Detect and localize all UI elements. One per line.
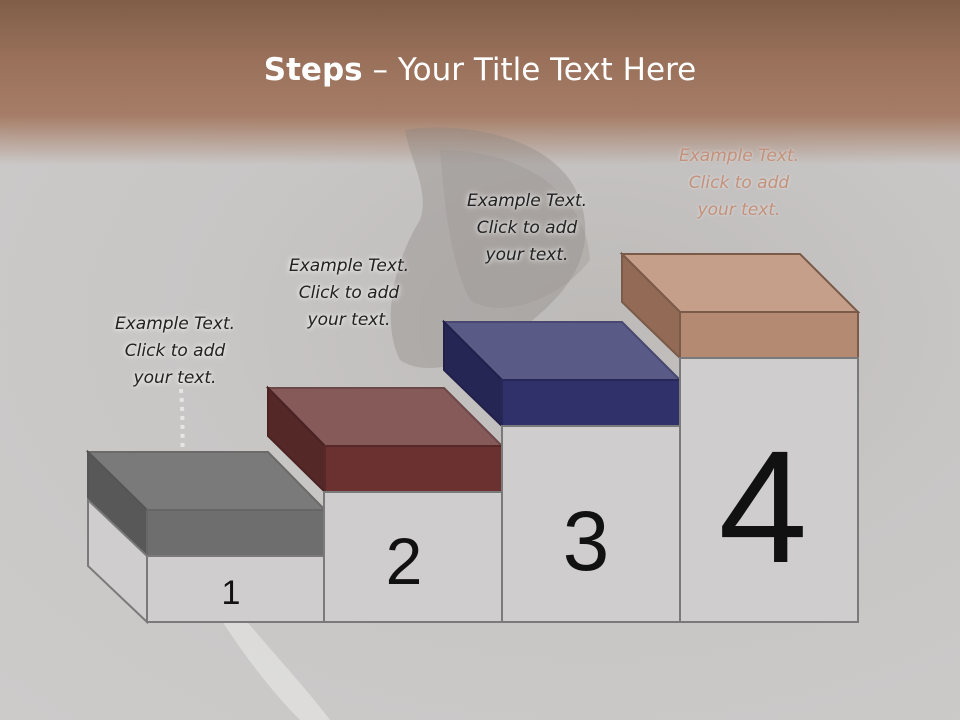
caption-line: your text.	[697, 200, 781, 220]
step-number-1: 1	[222, 574, 241, 612]
title-bold: Steps	[263, 52, 363, 88]
step-number-2: 2	[386, 524, 423, 598]
caption-line: your text.	[485, 245, 569, 265]
caption-line: Click to add	[298, 283, 400, 303]
step-caption-2[interactable]: Example Text. Click to add your text.	[259, 253, 439, 334]
caption-line: Example Text.	[466, 191, 588, 211]
step-number-3: 3	[563, 494, 610, 588]
title-dash: –	[362, 52, 398, 88]
caption-line: Example Text.	[678, 146, 800, 166]
header-band	[0, 0, 960, 165]
step-4[interactable]	[619, 251, 861, 623]
step-3[interactable]	[441, 319, 683, 623]
caption-line: Click to add	[688, 173, 790, 193]
caption-line: Example Text.	[114, 314, 236, 334]
step-caption-3[interactable]: Example Text. Click to add your text.	[437, 188, 617, 269]
slide-title[interactable]: Steps – Your Title Text Here	[0, 52, 960, 88]
caption-line: Click to add	[476, 218, 578, 238]
step-1[interactable]	[85, 449, 328, 625]
caption-line: Click to add	[124, 341, 226, 361]
caption-line: your text.	[133, 368, 217, 388]
caption-line: your text.	[307, 310, 391, 330]
title-rest: Your Title Text Here	[397, 52, 697, 88]
step-number-4: 4	[719, 417, 808, 596]
step-caption-4[interactable]: Example Text. Click to add your text.	[649, 143, 829, 224]
step-caption-1[interactable]: Example Text. Click to add your text.	[85, 311, 265, 392]
caption-line: Example Text.	[288, 256, 410, 276]
